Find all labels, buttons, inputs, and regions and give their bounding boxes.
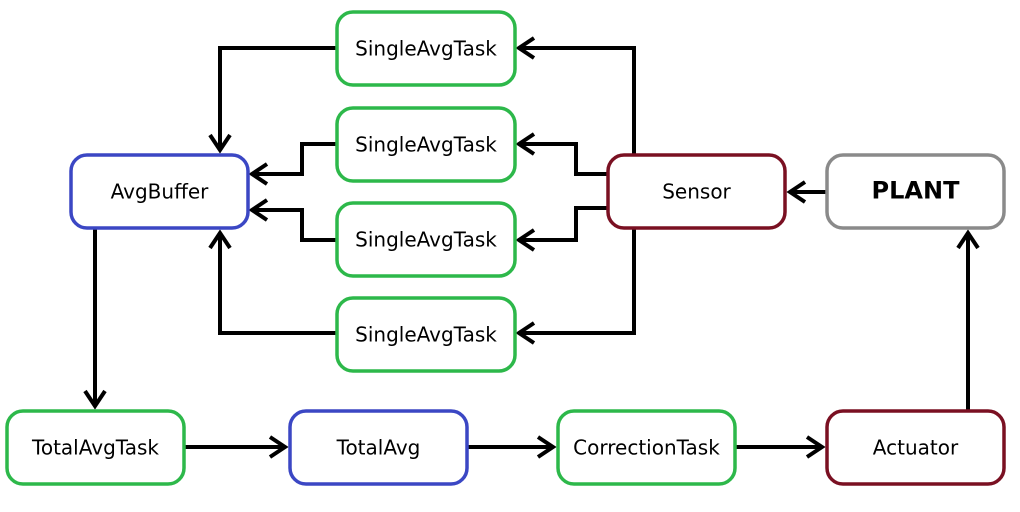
- node-label: SingleAvgTask: [355, 37, 497, 61]
- node-box: [825, 153, 1006, 230]
- node-single-avg-task-2: SingleAvgTask: [335, 106, 517, 183]
- edge-line: [218, 233, 336, 335]
- arrowhead: [208, 133, 232, 154]
- edge-avg-buffer-to-total-avg-task: [83, 229, 107, 410]
- edge-single-avg-task-1-to-avg-buffer: [208, 46, 336, 154]
- node-label: TotalAvgTask: [31, 436, 159, 460]
- node-single-avg-task-1: SingleAvgTask: [335, 10, 517, 87]
- node-box: [335, 201, 517, 278]
- arrowhead: [805, 435, 826, 459]
- node-total-avg-task: TotalAvgTask: [5, 409, 186, 486]
- edge-correction-task-to-actuator: [736, 435, 826, 459]
- arrowhead: [515, 36, 536, 60]
- edge-actuator-to-plant: [956, 229, 980, 410]
- arrowhead: [248, 162, 269, 186]
- arrowhead: [956, 229, 980, 250]
- edge-line: [519, 46, 636, 155]
- node-label: SingleAvgTask: [355, 323, 497, 347]
- arrowhead: [536, 435, 557, 459]
- node-box: [69, 153, 250, 230]
- nodes-layer: SingleAvgTaskSingleAvgTaskSingleAvgTaskS…: [5, 10, 1006, 486]
- node-plant: PLANT: [825, 153, 1006, 230]
- edge-line: [252, 142, 336, 176]
- arrowhead: [515, 228, 536, 252]
- node-correction-task: CorrectionTask: [556, 409, 737, 486]
- node-label: Sensor: [662, 180, 731, 204]
- edge-sensor-to-single-avg-task-4: [515, 228, 636, 345]
- node-total-avg: TotalAvg: [288, 409, 469, 486]
- node-box: [606, 153, 787, 230]
- edge-line: [519, 228, 636, 335]
- edge-single-avg-task-2-to-avg-buffer: [248, 142, 336, 186]
- node-box: [335, 10, 517, 87]
- node-single-avg-task-4: SingleAvgTask: [335, 296, 517, 373]
- edge-line: [519, 142, 608, 176]
- edge-single-avg-task-3-to-avg-buffer: [248, 198, 336, 242]
- node-box: [556, 409, 737, 486]
- node-label: PLANT: [872, 177, 961, 205]
- edges-layer: [83, 36, 980, 459]
- edge-total-avg-to-correction-task: [468, 435, 557, 459]
- node-box: [335, 106, 517, 183]
- edge-line: [519, 206, 608, 242]
- arrowhead: [515, 321, 536, 345]
- node-actuator: Actuator: [825, 409, 1006, 486]
- edge-sensor-to-single-avg-task-2: [515, 132, 608, 176]
- node-box: [335, 296, 517, 373]
- edge-sensor-to-single-avg-task-3: [515, 206, 608, 252]
- edge-total-avg-task-to-total-avg: [185, 435, 289, 459]
- arrowhead: [786, 180, 807, 204]
- edge-line: [218, 46, 336, 150]
- node-label: TotalAvg: [336, 436, 421, 460]
- node-avg-buffer: AvgBuffer: [69, 153, 250, 230]
- edge-single-avg-task-4-to-avg-buffer: [208, 229, 336, 335]
- node-sensor: Sensor: [606, 153, 787, 230]
- edge-plant-to-sensor: [786, 180, 826, 204]
- edge-sensor-to-single-avg-task-1: [515, 36, 636, 155]
- arrowhead: [268, 435, 289, 459]
- node-label: CorrectionTask: [573, 436, 720, 460]
- arrowhead: [208, 229, 232, 250]
- arrowhead: [83, 389, 107, 410]
- arrowhead: [248, 198, 269, 222]
- node-box: [288, 409, 469, 486]
- node-label: SingleAvgTask: [355, 228, 497, 252]
- node-label: Actuator: [873, 436, 959, 460]
- node-box: [5, 409, 186, 486]
- node-box: [825, 409, 1006, 486]
- edge-line: [252, 208, 336, 242]
- node-label: AvgBuffer: [111, 180, 210, 204]
- node-label: SingleAvgTask: [355, 133, 497, 157]
- arrowhead: [515, 132, 536, 156]
- node-single-avg-task-3: SingleAvgTask: [335, 201, 517, 278]
